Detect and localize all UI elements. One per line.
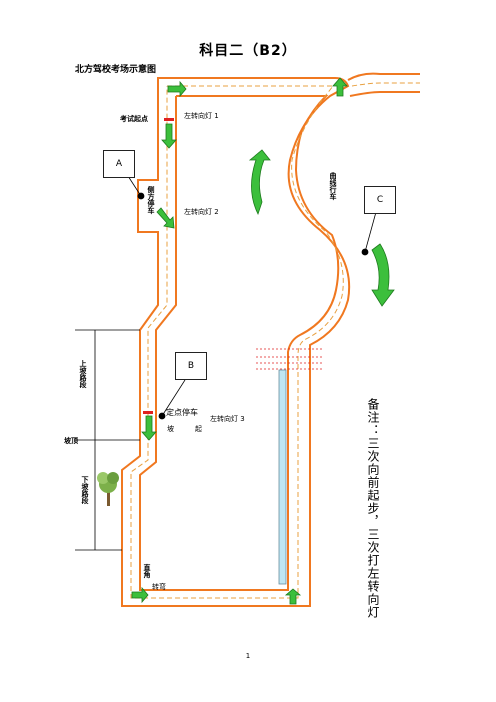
left-signal-2-label: 左转向灯 2 — [184, 208, 219, 216]
page-title: 科目二（B2） — [199, 43, 297, 59]
curved-arrow-icon — [248, 149, 395, 307]
callout-a: A — [103, 150, 135, 178]
slope-top-label: 坡顶 — [64, 437, 78, 445]
road-center-line — [130, 82, 420, 599]
exam-start-label: 考试起点 — [120, 115, 148, 123]
callout-pointers — [127, 175, 377, 420]
downhill-section-label: 下坡路段 — [81, 476, 89, 504]
curve-driving-label: 曲线行车 — [329, 172, 337, 200]
turn-label: 转弯 — [152, 583, 166, 591]
left-signal-3-label: 左转向灯 3 — [210, 415, 245, 423]
green-arrow-icon — [131, 77, 348, 605]
tree-icon — [97, 472, 119, 506]
road-exit-top — [347, 72, 420, 97]
red-markers — [143, 118, 174, 414]
fixed-stop-label: 定点停车 — [166, 408, 198, 417]
road-outer-edge — [121, 77, 351, 607]
start-label: 起 — [195, 425, 202, 433]
road-inner-edge — [139, 95, 340, 591]
uphill-section-label: 上坡路段 — [79, 360, 87, 388]
left-signal-1-label: 左转向灯 1 — [184, 112, 219, 120]
page-number: 1 — [245, 652, 251, 660]
slope-label: 坡 — [167, 425, 174, 433]
curb-bar — [278, 369, 287, 585]
side-parking-label: 侧方停车 — [147, 186, 155, 214]
diagram-subtitle: 北方驾校考场示意图 — [75, 65, 157, 75]
dimension-lines — [75, 329, 140, 551]
right-angle-label: 直角 — [143, 564, 151, 578]
parking-dashed-lines — [256, 348, 324, 370]
note-text: 备注：三次向前起步，三次打左转向灯 — [366, 398, 380, 619]
callout-b: B — [175, 352, 207, 380]
callout-c: C — [364, 186, 396, 214]
